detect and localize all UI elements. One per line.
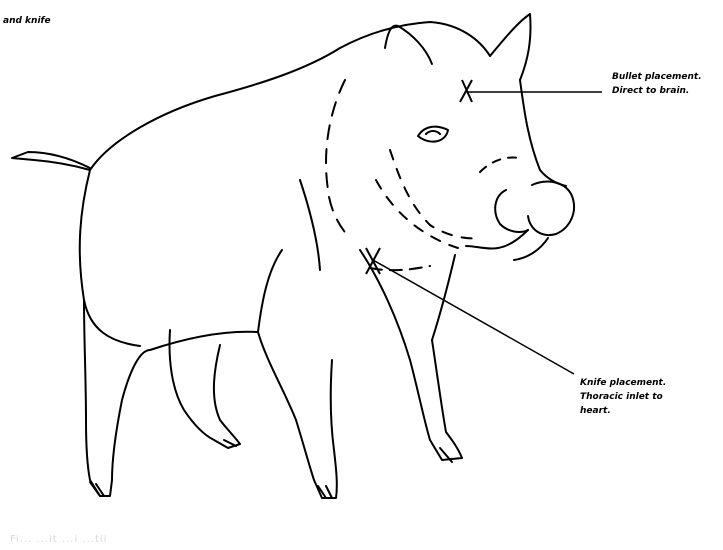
boar-tail [12, 152, 90, 170]
boar-chest [432, 255, 455, 340]
bullet-label-line-2: Direct to brain. [612, 84, 702, 98]
boar-ear-right [490, 14, 531, 80]
boar-ear-left [385, 26, 432, 64]
bullet-placement-label: Bullet placement. Direct to brain. [612, 70, 702, 98]
bullet-label-line-1: Bullet placement. [612, 70, 702, 84]
boar-jaw [514, 238, 548, 260]
boar-snout [528, 182, 574, 235]
boar-leg-rear-right [170, 330, 240, 448]
hoof [90, 482, 104, 496]
knife-label-line-2: Thoracic inlet to [580, 390, 666, 404]
boar-face [520, 80, 566, 186]
boar-leg-front-left [258, 332, 337, 498]
boar-mane [326, 80, 350, 238]
bullet-target-mark [460, 80, 472, 102]
boar-leg-rear-left [84, 300, 150, 496]
boar-eye [418, 127, 448, 142]
knife-placement-label: Knife placement. Thoracic inlet to heart… [580, 376, 666, 418]
knife-leader-line [373, 260, 574, 374]
boar-belly [80, 170, 140, 346]
boar-back-outline [90, 22, 490, 170]
faint-footer-text: Fi... ...it ...i ...tii [10, 534, 107, 545]
knife-label-line-1: Knife placement. [580, 376, 666, 390]
knife-label-line-3: heart. [580, 404, 666, 418]
boar-tusk [495, 190, 528, 232]
